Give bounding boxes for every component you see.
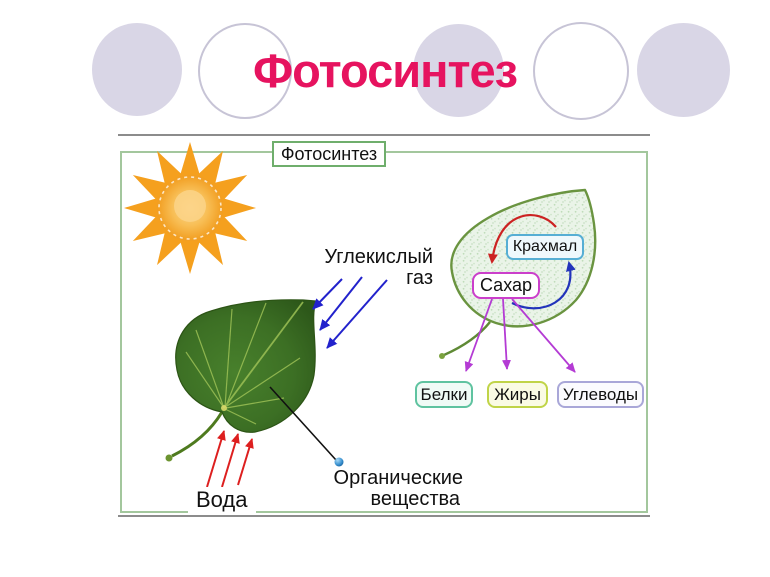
- decorative-circle-icon: [198, 23, 292, 119]
- frame-title-box: Фотосинтез: [272, 141, 386, 167]
- product-arrows: [464, 298, 576, 373]
- decorative-circle-icon: [413, 24, 504, 117]
- green-leaf-icon: [165, 299, 317, 462]
- water-arrows: [206, 430, 254, 488]
- co2-label: Углекислый газ: [324, 246, 433, 289]
- starch-to-sugar-arrow: [487, 214, 557, 264]
- sugar-to-starch-arrow: [511, 261, 576, 310]
- product-box-fats: Жиры: [487, 381, 548, 408]
- sun-icon: [124, 142, 256, 274]
- water-label: Вода: [188, 487, 256, 513]
- starch-box: Крахмал: [506, 234, 584, 260]
- product-box-proteins: Белки: [415, 381, 473, 408]
- pointer-dot: [334, 457, 344, 467]
- co2-arrows: [312, 276, 388, 349]
- decorative-circle-icon: [92, 23, 182, 116]
- decorative-circle-icon: [637, 23, 730, 117]
- organic-pointer-line: [269, 386, 344, 467]
- divider-line-bottom: [118, 515, 650, 517]
- organic-label: Органические вещества: [333, 467, 463, 510]
- product-box-carbs: Углеводы: [557, 381, 644, 408]
- divider-line-top: [118, 134, 650, 136]
- sugar-box: Сахар: [472, 272, 540, 299]
- slide-title: Фотосинтез: [252, 44, 518, 97]
- decorative-circle-icon: [533, 22, 629, 120]
- frame-title: Фотосинтез: [280, 143, 378, 164]
